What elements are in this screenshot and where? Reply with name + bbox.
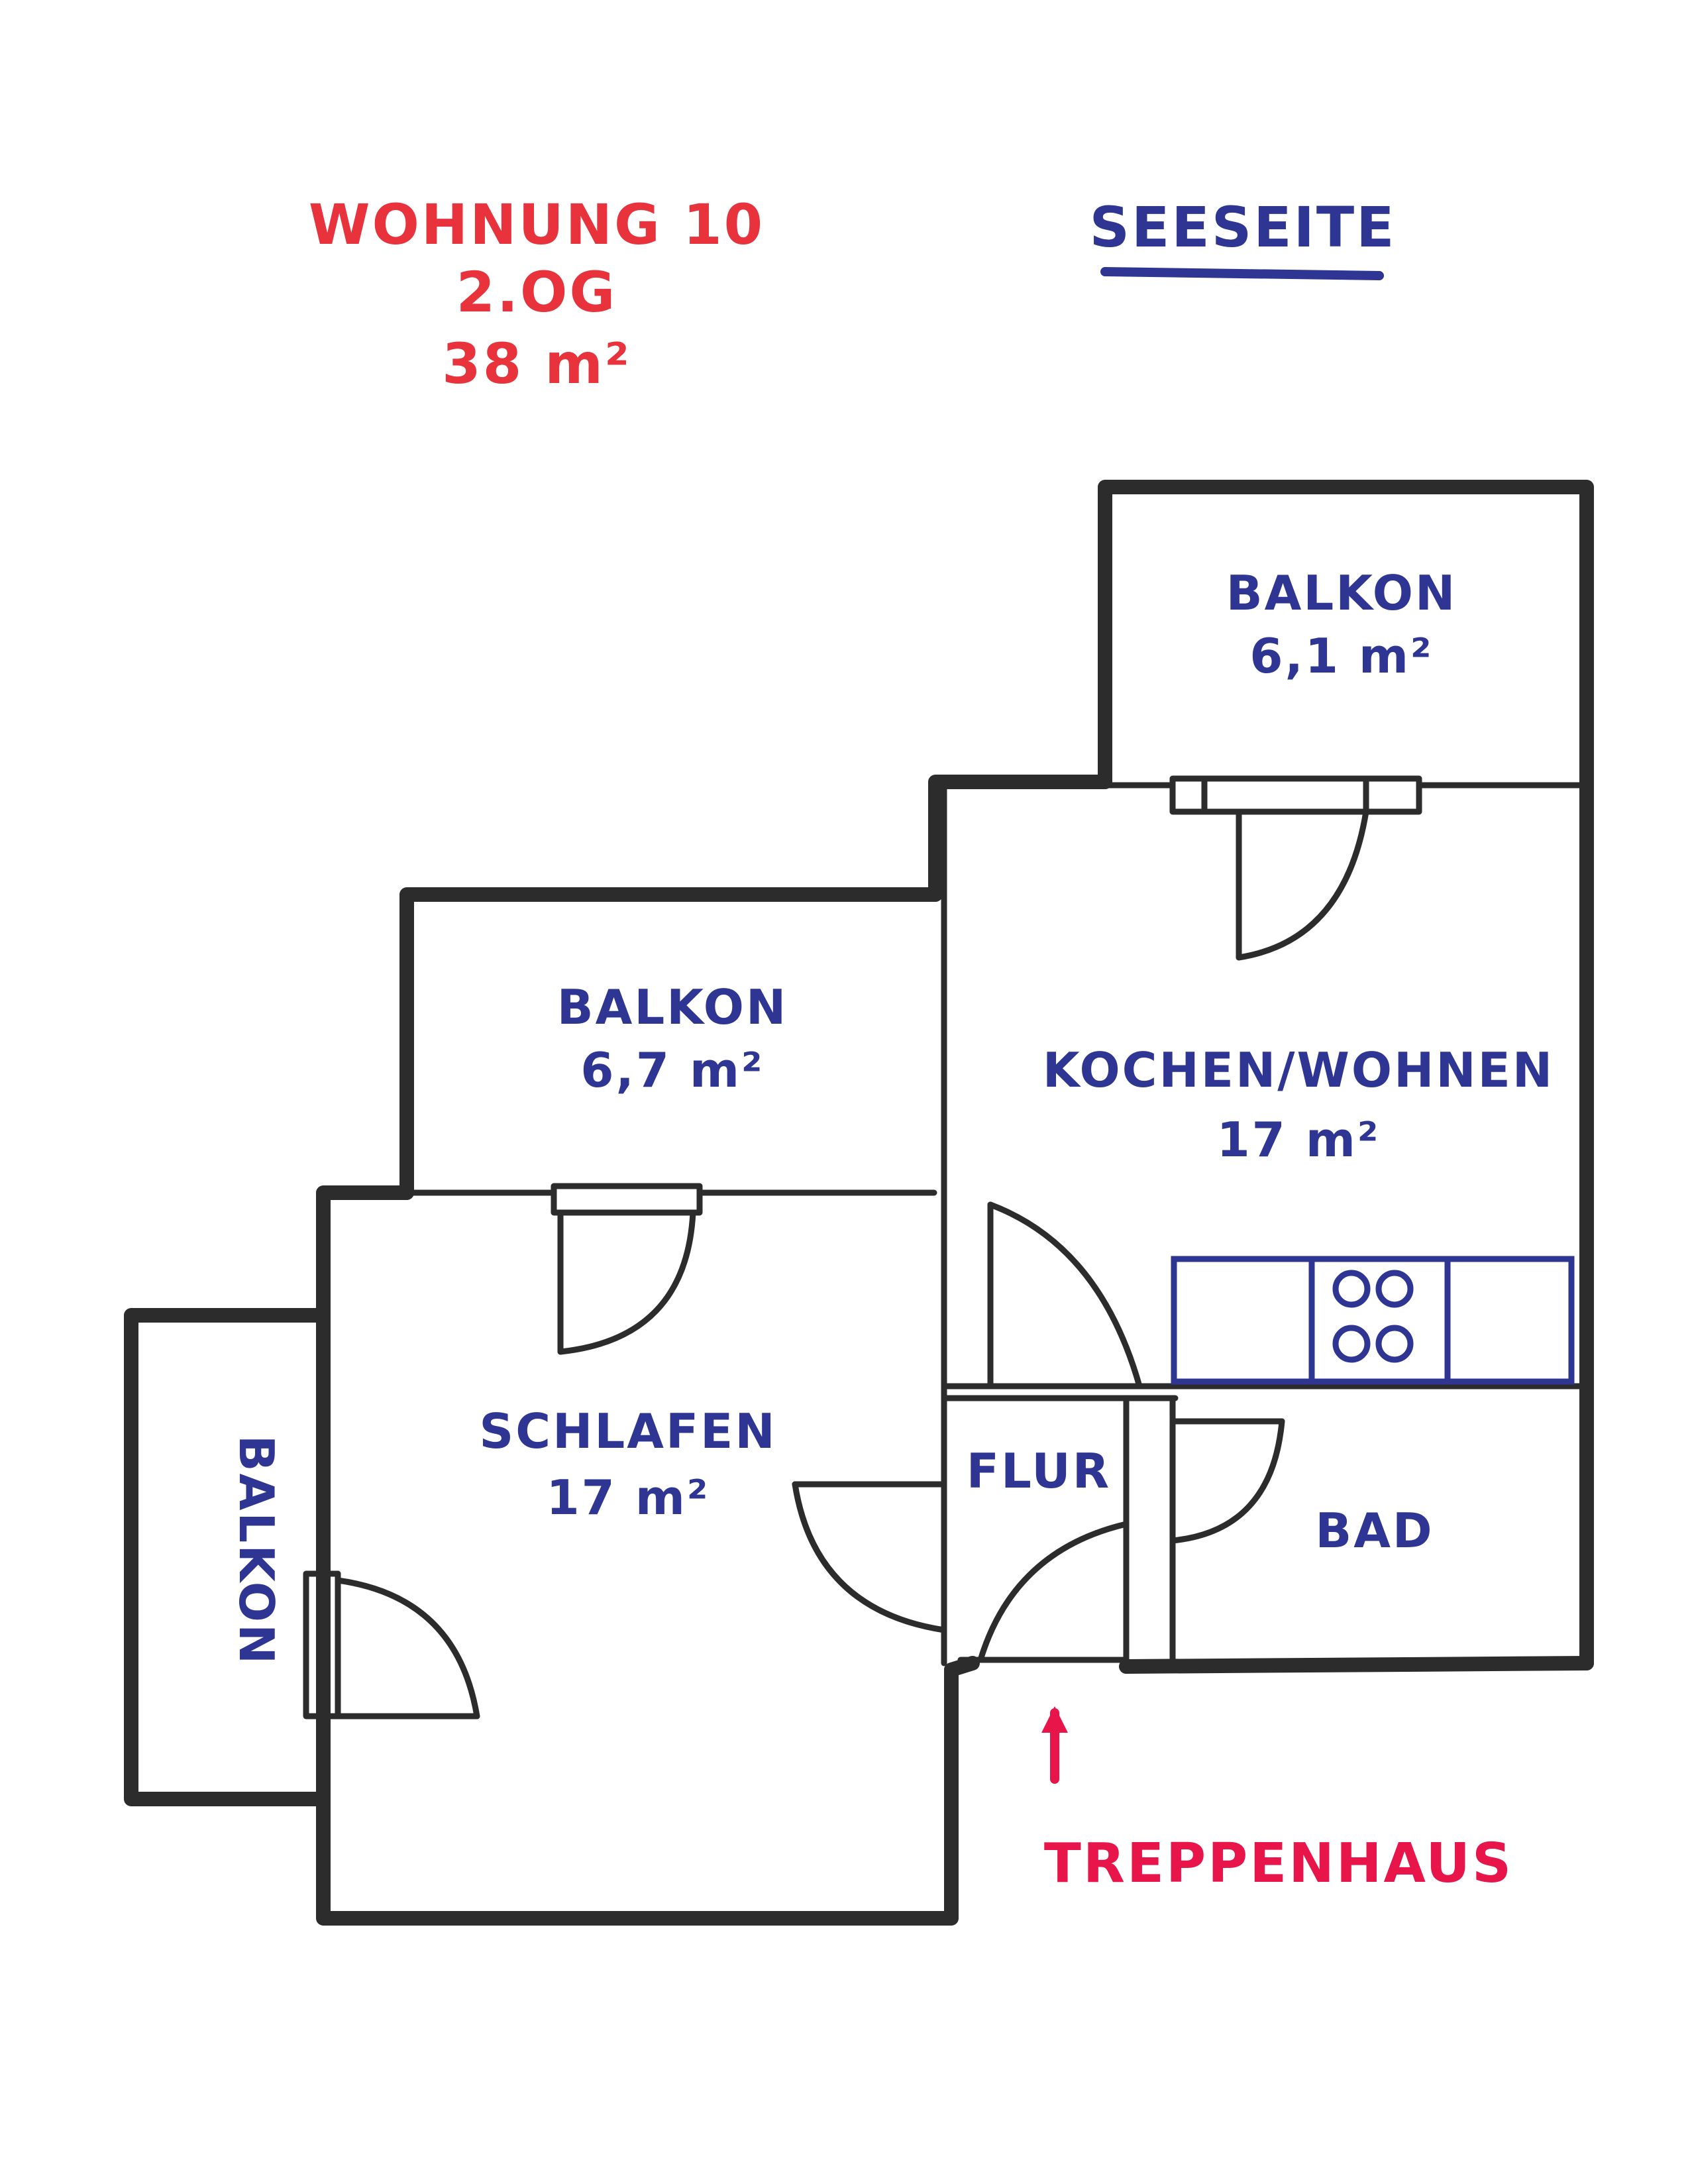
room-balkon-mid-area: 6,7 m² — [580, 1042, 764, 1098]
room-flur-name: FLUR — [967, 1443, 1111, 1499]
room-balkon-mid-name: BALKON — [557, 979, 788, 1035]
room-kochen-area: 17 m² — [1217, 1112, 1381, 1168]
room-kochen-name: KOCHEN/WOHNEN — [1043, 1042, 1554, 1098]
room-balkon-top-area: 6,1 m² — [1249, 628, 1433, 684]
floor-label: 2.OG — [456, 260, 617, 325]
room-schlafen-area: 17 m² — [547, 1470, 710, 1525]
doors — [303, 775, 1422, 1720]
side-underline — [1100, 267, 1384, 280]
room-balkon-top-name: BALKON — [1226, 565, 1457, 621]
kitchen-counter — [1171, 1256, 1575, 1385]
apartment-area: 38 m² — [442, 331, 631, 396]
apartment-title: WOHNUNG 10 — [309, 192, 765, 257]
side-label: SEESEITE — [1089, 195, 1396, 260]
room-schlafen-name: SCHLAFEN — [479, 1403, 776, 1459]
stairs-label: TREPPENHAUS — [1044, 1832, 1513, 1895]
room-balkon-side-name: BALKON — [229, 1435, 284, 1666]
walls — [124, 480, 1594, 1926]
stove-burners-icon — [1332, 1270, 1414, 1363]
stairs-arrow-icon — [1041, 1706, 1068, 1784]
interior-walls — [320, 782, 1585, 1666]
room-bad-name: BAD — [1315, 1503, 1434, 1558]
